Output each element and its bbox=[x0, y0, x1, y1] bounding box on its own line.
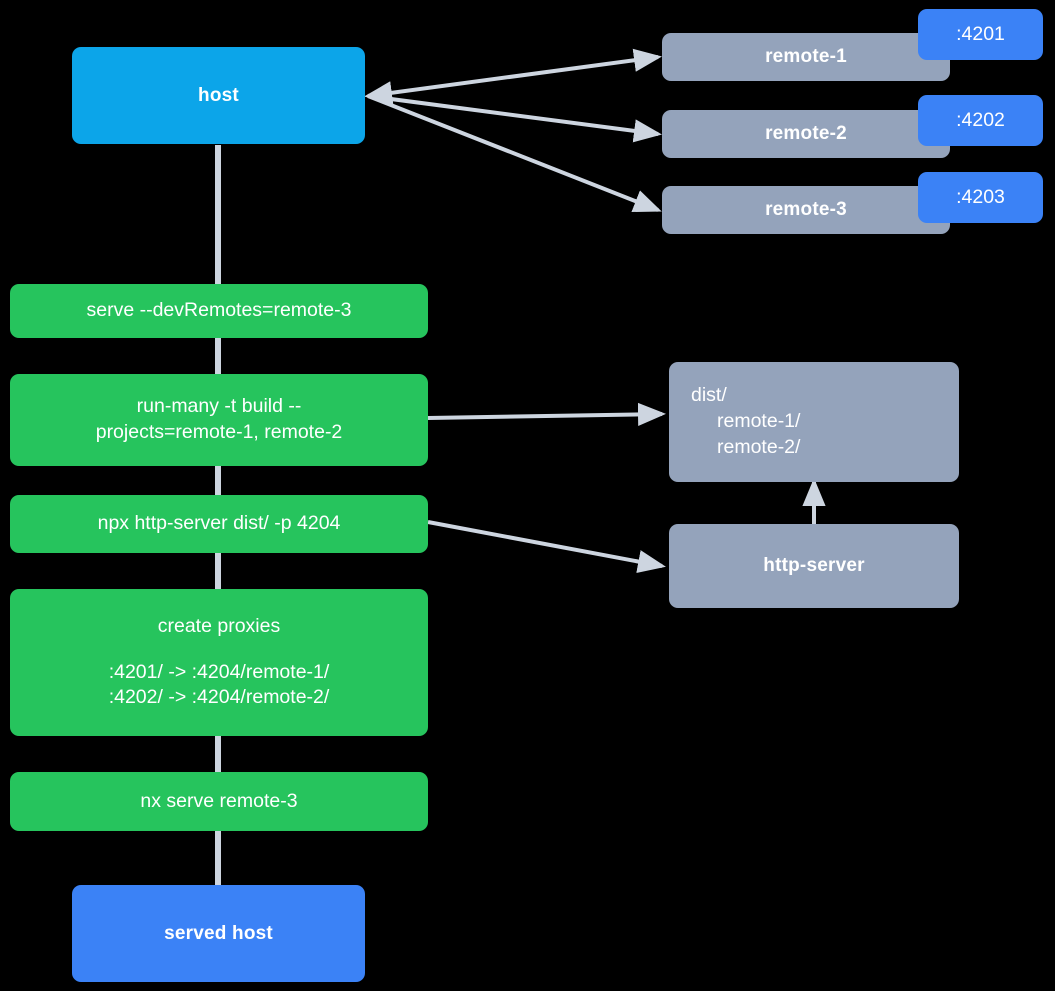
node-command-create-proxies[interactable]: create proxies :4201/ -> :4204/remote-1/… bbox=[10, 589, 428, 736]
port-badge-remote-2: :4202 bbox=[918, 95, 1043, 146]
node-http-server-label: http-server bbox=[763, 555, 865, 577]
edge-runmany-to-dist bbox=[427, 402, 666, 427]
node-command-run-many-line-2: projects=remote-1, remote-2 bbox=[95, 421, 343, 443]
node-command-nx-serve-remote-3[interactable]: nx serve remote-3 bbox=[10, 772, 428, 831]
node-command-nx-serve-remote-3-label: nx serve remote-3 bbox=[140, 789, 298, 812]
node-remote-2-label: remote-2 bbox=[765, 123, 847, 145]
node-remote-3-label: remote-3 bbox=[765, 199, 847, 221]
port-badge-remote-3: :4203 bbox=[918, 172, 1043, 223]
node-command-serve-devremotes[interactable]: serve --devRemotes=remote-3 bbox=[10, 284, 428, 338]
node-remote-1-label: remote-1 bbox=[765, 46, 847, 68]
node-served-host-label: served host bbox=[164, 922, 273, 944]
port-badge-remote-1-label: :4201 bbox=[956, 23, 1005, 45]
edge-npx-to-httpserver bbox=[427, 520, 666, 573]
node-served-host[interactable]: served host bbox=[72, 885, 365, 982]
node-command-serve-devremotes-label: serve --devRemotes=remote-3 bbox=[86, 299, 352, 322]
node-remote-2[interactable]: remote-2 bbox=[662, 110, 950, 158]
node-dist-folder-line-2: remote-1/ bbox=[717, 410, 801, 433]
node-command-npx-http-server-label: npx http-server dist/ -p 4204 bbox=[97, 512, 341, 535]
node-command-create-proxies-proxy-1: :4201/ -> :4204/remote-1/ bbox=[108, 660, 330, 683]
node-command-create-proxies-proxy-2: :4202/ -> :4204/remote-2/ bbox=[108, 686, 330, 709]
node-http-server[interactable]: http-server bbox=[669, 524, 959, 608]
node-remote-1[interactable]: remote-1 bbox=[662, 33, 950, 81]
port-badge-remote-1: :4201 bbox=[918, 9, 1043, 60]
node-dist-folder[interactable]: dist/ remote-1/ remote-2/ bbox=[669, 362, 959, 482]
node-command-run-many[interactable]: run-many -t build -- projects=remote-1, … bbox=[10, 374, 428, 466]
port-badge-remote-3-label: :4203 bbox=[956, 186, 1005, 208]
edge-host-to-remotes bbox=[364, 48, 662, 213]
node-command-create-proxies-title: create proxies bbox=[157, 614, 281, 637]
node-dist-folder-line-3: remote-2/ bbox=[717, 435, 801, 458]
port-badge-remote-2-label: :4202 bbox=[956, 109, 1005, 131]
node-host-label: host bbox=[198, 84, 239, 106]
node-remote-3[interactable]: remote-3 bbox=[662, 186, 950, 234]
node-command-run-many-line-1: run-many -t build -- bbox=[136, 395, 302, 418]
node-host[interactable]: host bbox=[72, 47, 365, 144]
node-dist-folder-line-1: dist/ bbox=[691, 384, 727, 407]
node-command-npx-http-server[interactable]: npx http-server dist/ -p 4204 bbox=[10, 495, 428, 553]
